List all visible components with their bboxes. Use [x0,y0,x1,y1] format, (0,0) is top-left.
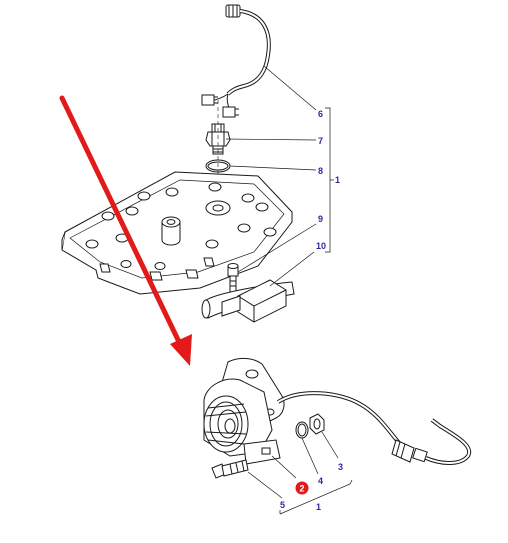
washer [295,421,309,439]
highlighted-callout-badge: 2 [295,481,309,495]
mounting-bracket [201,279,295,323]
sensor-cable [276,391,402,446]
cable-connector [391,439,428,463]
hex-nut [309,413,325,435]
callout-7: 7 [318,136,323,146]
callout-9: 9 [318,214,323,224]
red-pointer-arrow [59,95,192,366]
callout-8: 8 [318,166,323,176]
speed-sensor [203,357,285,465]
tail-cable [425,418,472,465]
callout-10: 10 [316,241,326,251]
bottom-leader-lines [247,431,353,515]
callout-4: 4 [318,476,323,486]
valve-plate-housing [61,171,293,295]
mounting-bolt [211,459,249,479]
callout-group-top: 1 [335,175,340,185]
callout-5: 5 [280,500,285,510]
callout-2: 2 [299,484,304,494]
cap-screw [227,263,239,293]
callout-3: 3 [338,462,343,472]
cable-harness [201,4,271,118]
callout-6: 6 [318,109,323,119]
callout-group-bottom: 1 [316,502,321,512]
top-leader-lines [225,65,334,287]
